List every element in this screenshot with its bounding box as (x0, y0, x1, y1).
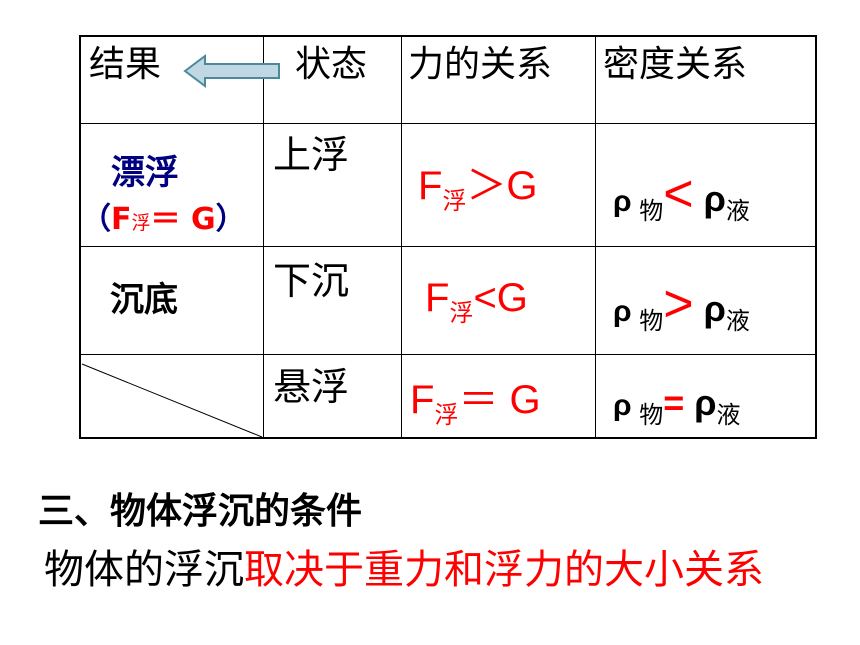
state-sink: 下沉 (273, 259, 350, 303)
float-condition: （F浮＝ G） (81, 202, 246, 237)
buoyancy-table (79, 35, 817, 439)
density-relation-1: ρ 物< ρ液 (613, 165, 750, 225)
conclusion-text: 物体的浮沉取决于重力和浮力的大小关系 (44, 537, 764, 595)
density-relation-2: ρ 物> ρ液 (613, 275, 750, 335)
header-result: 结果 (89, 44, 162, 85)
table-hline-1 (79, 123, 817, 124)
conclusion-red: 取决于重力和浮力的大小关系 (244, 547, 764, 593)
result-float: 漂浮 (111, 153, 179, 193)
header-density: 密度关系 (603, 44, 748, 85)
table-vline-2 (401, 35, 402, 439)
empty-cell-diagonal (81, 363, 263, 438)
state-rise: 上浮 (273, 133, 350, 177)
header-state: 状态 (295, 44, 368, 85)
table-vline-1 (263, 35, 264, 439)
table-hline-3 (79, 354, 817, 355)
conclusion-black: 物体的浮沉 (44, 547, 244, 593)
force-relation-3: F浮＝ G (410, 378, 541, 429)
result-sink-bottom: 沉底 (110, 280, 178, 320)
force-relation-2: F浮<G (425, 276, 528, 327)
table-vline-3 (595, 35, 596, 439)
table-hline-2 (79, 246, 817, 247)
state-suspend: 悬浮 (273, 365, 350, 409)
header-force: 力的关系 (408, 44, 553, 85)
section-heading: 三、物体浮沉的条件 (38, 491, 363, 532)
density-relation-3: ρ 物= ρ液 (613, 382, 741, 429)
force-relation-1: F浮＞G (418, 164, 538, 215)
left-arrow-icon (183, 54, 280, 88)
